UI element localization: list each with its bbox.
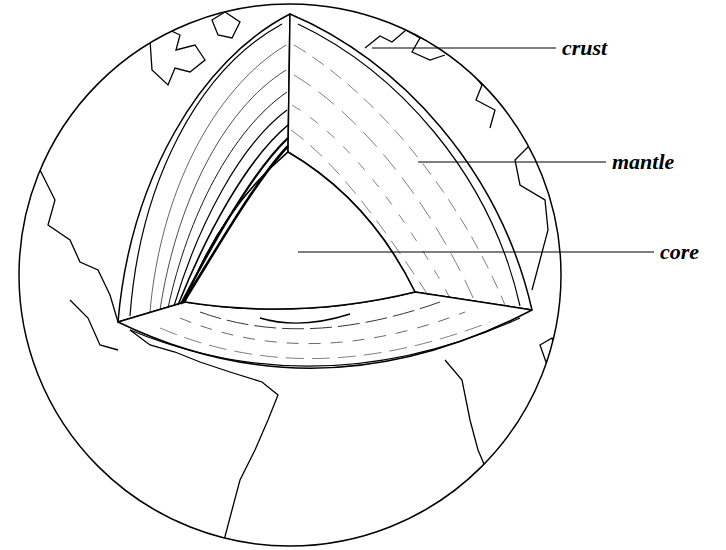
mantle-hatching <box>150 45 505 359</box>
crust-band <box>130 24 520 366</box>
part-label: mantle <box>612 151 674 173</box>
cutaway <box>118 14 532 368</box>
part-label: core <box>660 241 699 263</box>
leader-line <box>298 251 654 252</box>
part-label: crust <box>562 37 607 59</box>
leader-lines <box>298 48 654 252</box>
leader-line <box>372 47 556 48</box>
globe-outline <box>19 4 561 546</box>
continent-outlines <box>20 12 565 548</box>
leader-line <box>418 161 606 162</box>
